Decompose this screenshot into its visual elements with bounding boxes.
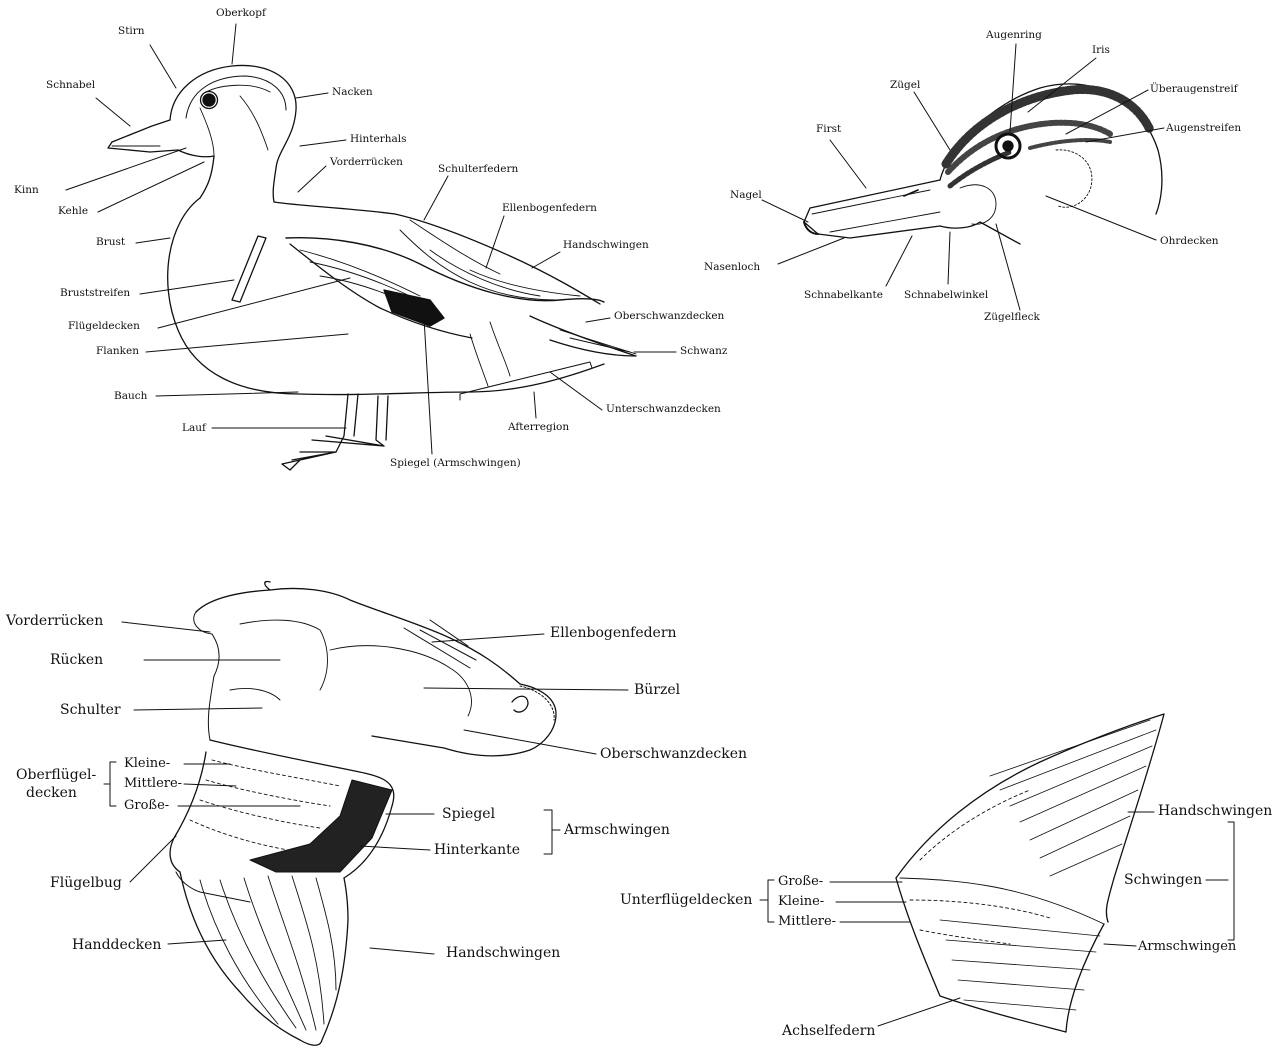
label-hinterhals: Hinterhals	[350, 134, 407, 145]
label-fluegeldecken: Flügeldecken	[68, 321, 140, 332]
label-nagel: Nagel	[730, 190, 762, 201]
label-zuegelfleck: Zügelfleck	[984, 312, 1040, 323]
label-nasenloch: Nasenloch	[704, 262, 760, 273]
label-kehle: Kehle	[58, 206, 88, 217]
label-schnabelkante: Schnabelkante	[804, 290, 883, 301]
label-ohrdecken: Ohrdecken	[1160, 236, 1219, 247]
label-armschwingen-top: Armschwingen	[564, 823, 670, 837]
label-ruecken: Rücken	[50, 653, 103, 667]
label-oberfluegeldecken-line1: Oberflügel-	[16, 768, 96, 782]
label-brust: Brust	[96, 237, 125, 248]
label-augenring: Augenring	[986, 30, 1042, 41]
label-first: First	[816, 124, 841, 135]
label-oberschwanzdecken: Oberschwanzdecken	[614, 311, 724, 322]
label-unterfluegeldecken: Unterflügeldecken	[620, 893, 752, 907]
label-bruststreifen: Bruststreifen	[60, 288, 130, 299]
label-kleine-top: Kleine-	[124, 757, 170, 770]
label-handschwingen-top: Handschwingen	[446, 946, 560, 960]
label-hinterkante: Hinterkante	[434, 843, 520, 857]
label-handdecken: Handdecken	[72, 938, 161, 952]
duck-side-illustration	[108, 65, 636, 470]
label-schulterfedern: Schulterfedern	[438, 164, 518, 175]
label-schwingen: Schwingen	[1124, 873, 1202, 887]
label-handschwingen-under: Handschwingen	[1158, 804, 1272, 818]
label-schwanz: Schwanz	[680, 346, 727, 357]
label-spiegel: Spiegel	[442, 807, 495, 821]
label-vorderruecken-top: Vorderrücken	[6, 614, 103, 628]
label-armschwingen-under: Armschwingen	[1138, 940, 1236, 953]
label-oberkopf: Oberkopf	[216, 8, 266, 19]
label-buerzel: Bürzel	[634, 683, 680, 697]
duck-head-illustration	[804, 84, 1162, 244]
label-augenstreifen: Augenstreifen	[1166, 123, 1241, 134]
label-spiegel-armschwingen: Spiegel (Armschwingen)	[390, 458, 521, 469]
label-lauf: Lauf	[182, 423, 206, 434]
label-iris: Iris	[1092, 45, 1110, 56]
label-nacken: Nacken	[332, 87, 373, 98]
label-ellenbogenfedern: Ellenbogenfedern	[502, 203, 597, 214]
label-mittlere-under: Mittlere-	[778, 915, 836, 928]
label-fluegelbug: Flügelbug	[50, 876, 122, 890]
label-oberschwanzdecken-top: Oberschwanzdecken	[600, 747, 747, 761]
label-handschwingen: Handschwingen	[563, 240, 649, 251]
label-grosse-top: Große-	[124, 799, 169, 812]
label-unterschwanzdecken: Unterschwanzdecken	[606, 404, 721, 415]
label-achselfedern: Achselfedern	[782, 1024, 875, 1038]
label-flanken: Flanken	[96, 346, 139, 357]
label-vorderruecken: Vorderrücken	[330, 157, 403, 168]
label-kleine-under: Kleine-	[778, 895, 824, 908]
duck-top-illustration	[170, 581, 556, 1045]
label-kinn: Kinn	[14, 185, 39, 196]
label-schnabel: Schnabel	[46, 80, 95, 91]
label-zuegel: Zügel	[890, 80, 920, 91]
label-grosse-under: Große-	[778, 875, 823, 888]
label-schulter: Schulter	[60, 703, 121, 717]
label-ueberaugenstreif: Überaugenstreif	[1150, 84, 1238, 95]
label-schnabelwinkel: Schnabelwinkel	[904, 290, 988, 301]
label-oberfluegeldecken-line2: decken	[26, 786, 77, 800]
label-mittlere-top: Mittlere-	[124, 777, 182, 790]
label-afterregion: Afterregion	[508, 422, 569, 433]
label-stirn: Stirn	[118, 26, 145, 37]
label-bauch: Bauch	[114, 391, 147, 402]
label-ellenbogenfedern-top: Ellenbogenfedern	[550, 626, 677, 640]
